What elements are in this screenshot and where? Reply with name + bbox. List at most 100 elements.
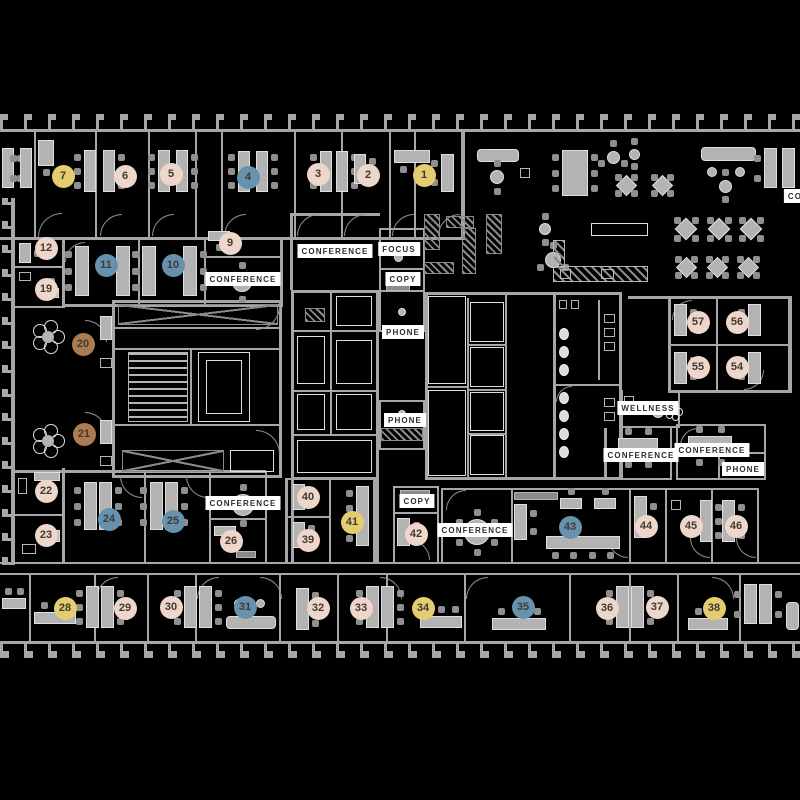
wall (0, 641, 800, 644)
chair-icon (552, 169, 559, 177)
wall (598, 300, 600, 380)
wall (425, 292, 556, 295)
room-marker-38[interactable]: 38 (702, 596, 726, 620)
room-marker-6[interactable]: 6 (113, 164, 137, 188)
window-mullions (2, 198, 8, 565)
room-marker-22[interactable]: 22 (34, 479, 58, 503)
room-marker-12[interactable]: 12 (34, 236, 58, 260)
room-marker-37[interactable]: 37 (645, 595, 669, 619)
wall (291, 390, 379, 392)
room-marker-57[interactable]: 57 (686, 310, 710, 334)
room-marker-21[interactable]: 21 (72, 422, 96, 446)
round-table (539, 223, 551, 235)
sofa (786, 602, 799, 630)
room-marker-43[interactable]: 43 (558, 515, 582, 539)
chair-icon (310, 154, 317, 162)
wall (204, 256, 282, 258)
door-arc (120, 476, 142, 498)
chair-icon (609, 140, 617, 147)
room-marker-3[interactable]: 3 (306, 162, 330, 186)
room-label-conference: CONFERENCE (297, 244, 373, 258)
room-marker-35[interactable]: 35 (511, 595, 535, 619)
desk (84, 482, 97, 530)
wall (425, 477, 556, 480)
desk (562, 150, 588, 196)
toilet-icon (559, 364, 569, 376)
planter-center-icon (41, 330, 55, 344)
chair-icon (570, 552, 578, 559)
room-marker-44[interactable]: 44 (634, 514, 658, 538)
room-marker-54[interactable]: 54 (725, 355, 749, 379)
room-marker-28[interactable]: 28 (53, 596, 77, 620)
chair-icon (715, 503, 722, 511)
chair-icon (490, 518, 498, 526)
chair-icon (721, 196, 729, 203)
round-table (398, 308, 406, 316)
room-marker-42[interactable]: 42 (404, 522, 428, 546)
room-marker-56[interactable]: 56 (725, 310, 749, 334)
room-marker-34[interactable]: 34 (411, 596, 435, 620)
wall (291, 434, 379, 436)
wall (379, 290, 425, 292)
room-marker-11[interactable]: 11 (94, 253, 118, 277)
desk (381, 586, 394, 628)
room-marker-1[interactable]: 1 (412, 163, 436, 187)
room-marker-36[interactable]: 36 (595, 596, 619, 620)
hatch-block (381, 428, 423, 441)
room-marker-26[interactable]: 26 (219, 529, 243, 553)
wall (676, 478, 766, 480)
chair-icon (644, 461, 652, 468)
room-marker-10[interactable]: 10 (161, 253, 185, 277)
room-marker-2[interactable]: 2 (356, 163, 380, 187)
toilet-icon (559, 346, 569, 358)
room-marker-19[interactable]: 19 (34, 277, 58, 301)
chair-icon (456, 518, 464, 526)
room-marker-33[interactable]: 33 (349, 596, 373, 620)
wall (467, 433, 507, 435)
wall (294, 132, 296, 237)
room-marker-23[interactable]: 23 (34, 523, 58, 547)
room-marker-32[interactable]: 32 (306, 596, 330, 620)
room-marker-55[interactable]: 55 (686, 355, 710, 379)
shelf (236, 551, 256, 558)
chair-icon (42, 169, 50, 176)
desk (420, 616, 462, 628)
chair-icon (754, 154, 761, 162)
chair-icon (239, 483, 247, 491)
room-marker-5[interactable]: 5 (159, 162, 183, 186)
room-marker-9[interactable]: 9 (218, 231, 242, 255)
room-marker-46[interactable]: 46 (724, 514, 748, 538)
room-marker-7[interactable]: 7 (51, 164, 75, 188)
fixture (520, 168, 530, 178)
chair-icon (631, 190, 639, 198)
chair-icon (530, 527, 537, 535)
wall (285, 478, 288, 562)
room-marker-30[interactable]: 30 (159, 595, 183, 619)
desk (546, 536, 620, 549)
room-marker-20[interactable]: 20 (71, 332, 95, 356)
room-marker-45[interactable]: 45 (679, 514, 703, 538)
wall (389, 132, 391, 237)
desk (744, 584, 757, 624)
hatch-block (424, 214, 440, 250)
wall (619, 292, 622, 480)
room-marker-41[interactable]: 41 (340, 510, 364, 534)
room-marker-29[interactable]: 29 (113, 596, 137, 620)
room-marker-39[interactable]: 39 (296, 528, 320, 552)
room-marker-31[interactable]: 31 (233, 595, 257, 619)
wall (291, 290, 294, 562)
room-marker-4[interactable]: 4 (236, 165, 260, 189)
chair-icon (736, 272, 744, 280)
room-marker-24[interactable]: 24 (97, 507, 121, 531)
chair-icon (369, 158, 376, 165)
room-marker-40[interactable]: 40 (296, 485, 320, 509)
sofa (226, 616, 276, 629)
chair-icon (200, 267, 207, 275)
wall (668, 390, 792, 393)
desk (86, 586, 99, 628)
room-marker-25[interactable]: 25 (161, 509, 185, 533)
chair-icon (667, 190, 675, 198)
chair-icon (724, 217, 732, 225)
chair-icon (497, 608, 505, 615)
chair-icon (695, 426, 703, 433)
